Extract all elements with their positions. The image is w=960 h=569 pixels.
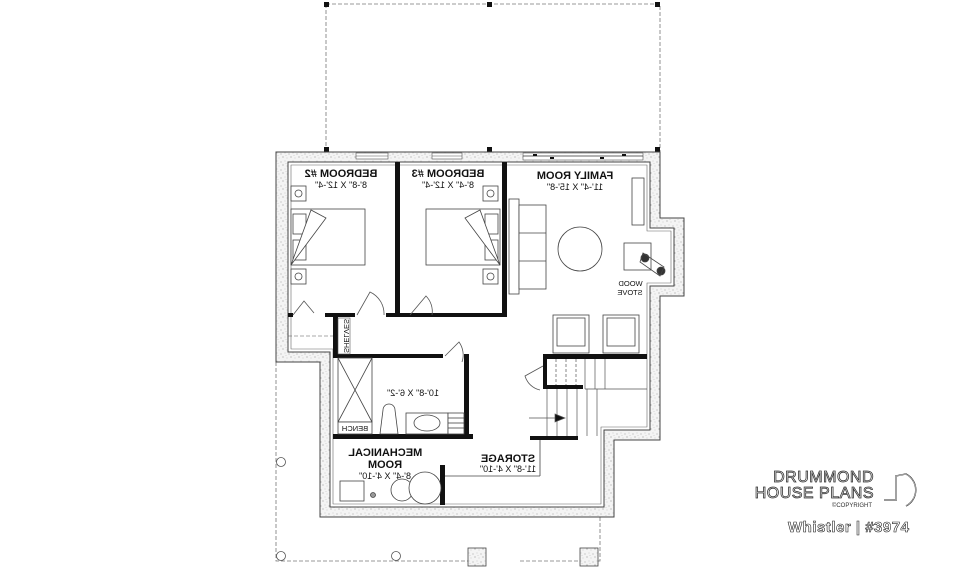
room-labels: BEDROOM #2 8'-8" X 12'-4" BEDROOM #3 8'-… [305, 168, 643, 481]
mechanical-title-line2: ROOM [368, 459, 402, 471]
storage-dims: 11'-8" X 4'-10" [480, 464, 536, 474]
interior-walls [288, 162, 647, 505]
bathroom-fixtures [337, 357, 465, 435]
mechanical-dims: 8'-4" X 4'-10" [359, 471, 411, 481]
brand-line2: HOUSE PLANS [754, 485, 874, 502]
storage-title: STORAGE [481, 453, 535, 465]
brand-logo-icon [884, 473, 917, 507]
mechanical-equipment [339, 440, 541, 505]
bedroom3-bed [425, 185, 501, 285]
family-room-dims: 11'-4" X 15'-8" [547, 182, 603, 192]
bedroom2-bed [290, 185, 366, 285]
plan-title: Whistler | #3974 [788, 519, 910, 537]
bathroom-dims: 10'-8" X 6'-2" [387, 388, 439, 398]
bench-label: BENCH [342, 424, 368, 433]
brand-line1: DRUMMOND [773, 469, 874, 486]
family-room-title: FAMILY ROOM [537, 170, 613, 182]
upper-deck-outline [324, 2, 661, 153]
wood-stove-label-line1: WOOD [618, 279, 643, 288]
doors [292, 291, 544, 391]
brand-block: DRUMMOND HOUSE PLANS ©COPYRIGHT [754, 469, 874, 509]
lower-porch-outline [275, 362, 601, 567]
shelves [288, 317, 351, 355]
windows [355, 152, 644, 161]
bedroom3-title: BEDROOM #3 [412, 168, 485, 180]
bedroom2-title: BEDROOM #2 [305, 168, 378, 180]
bedroom2-dims: 8'-8" X 12'-4" [315, 180, 367, 190]
stairs [529, 359, 647, 436]
bedroom3-dims: 8'-4" X 12'-4" [422, 180, 474, 190]
shelves-label: SHELVES [342, 319, 351, 353]
copyright-label: ©COPYRIGHT [831, 503, 872, 509]
mechanical-title-line1: MECHANICAL [348, 447, 422, 459]
family-room-furniture [508, 177, 666, 354]
wood-stove-label-line2: STOVE [617, 288, 642, 297]
